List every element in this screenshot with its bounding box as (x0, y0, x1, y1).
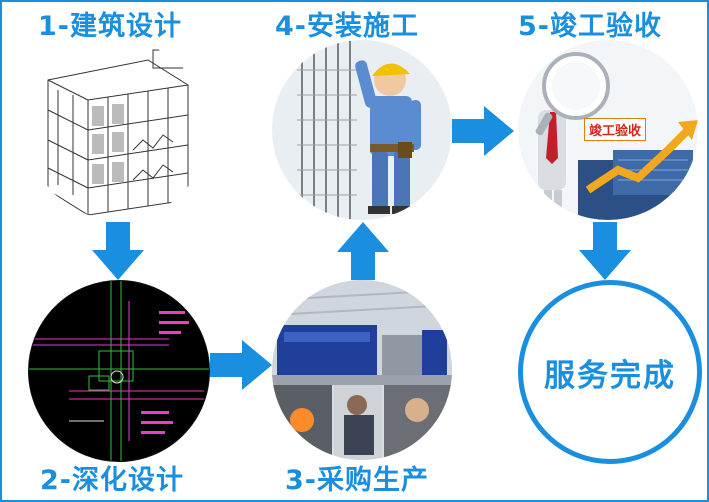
procurement-production-image (272, 280, 452, 460)
magnifier-figure-illustration (535, 52, 698, 220)
arrow-up-icon (337, 222, 389, 280)
step-5-title: 5-竣工验收 (518, 11, 662, 42)
service-complete-circle: 服务完成 (518, 280, 702, 464)
cad-drawing-illustration (29, 281, 209, 461)
architecture-design-image (28, 40, 208, 220)
construction-worker-illustration (297, 40, 421, 220)
step-3-title: 3-采购生产 (285, 465, 429, 496)
service-complete-label: 服务完成 (544, 357, 676, 394)
acceptance-badge: 竣工验收 (584, 118, 647, 141)
step-4-title: 4-安装施工 (275, 11, 419, 42)
arrow-right-icon (452, 106, 514, 156)
factory-photo-illustration (272, 280, 452, 460)
arrow-down-icon (92, 222, 144, 280)
detail-design-image (28, 280, 210, 462)
installation-image (272, 40, 452, 220)
step-1-title: 1-建筑设计 (38, 11, 182, 42)
step-2-title: 2-深化设计 (40, 465, 184, 496)
acceptance-image: 竣工验收 (518, 40, 698, 220)
arrow-down-icon (579, 222, 631, 280)
arrow-right-icon (210, 340, 272, 390)
building-sketch-illustration (47, 49, 189, 216)
